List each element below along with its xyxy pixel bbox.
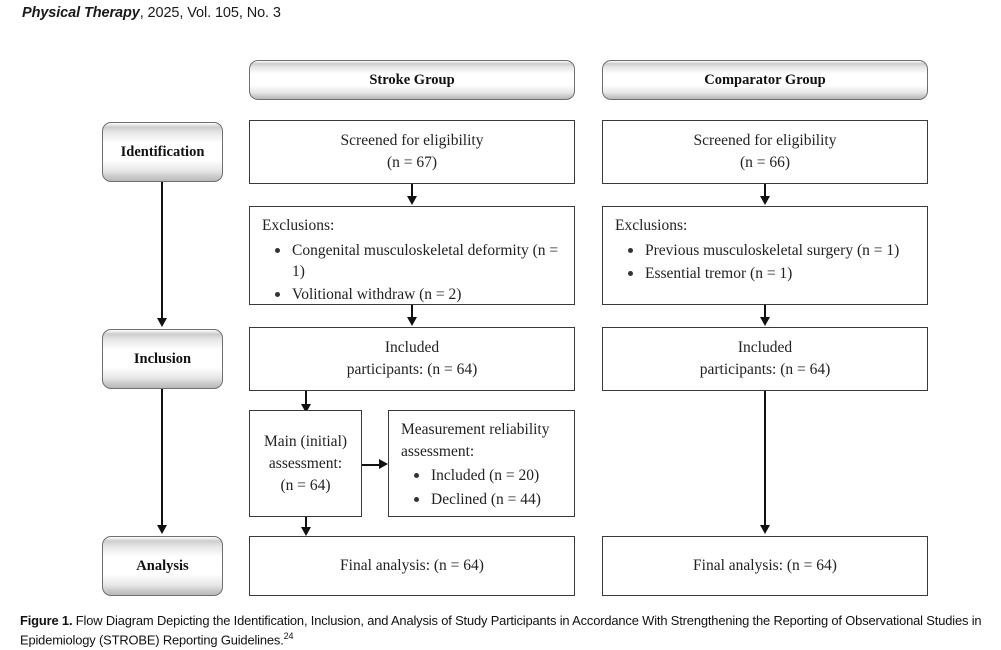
arrowhead-stroke-exclusions-to-included xyxy=(407,317,417,326)
list-item: Included (n = 20) xyxy=(414,465,564,486)
arrowhead-comparator-screened-to-exclusions xyxy=(760,196,770,205)
connector-stroke-included-to-main xyxy=(305,391,307,411)
list-item: Volitional withdraw (n = 2) xyxy=(275,284,564,305)
column-header-comparator-label: Comparator Group xyxy=(704,71,826,88)
connector-comparator-screened-to-exclusions xyxy=(764,184,766,198)
stroke-reliability-lead1: Measurement reliability xyxy=(401,421,550,438)
arrowhead-main-to-reliability xyxy=(379,459,388,469)
stroke-screened-line2: (n = 67) xyxy=(386,154,438,171)
arrowhead-stroke-screened-to-exclusions xyxy=(407,196,417,205)
stage-label-inclusion: Inclusion xyxy=(102,329,223,389)
stroke-included-line2: participants: (n = 64) xyxy=(346,361,478,378)
column-header-stroke-group: Stroke Group xyxy=(249,60,575,100)
stroke-reliability-assessment-box: Measurement reliability assessment: Incl… xyxy=(388,410,575,517)
arrowhead-comparator-included-to-final xyxy=(760,525,770,534)
comparator-included-line2: participants: (n = 64) xyxy=(699,361,831,378)
stroke-main-assessment-box: Main (initial) assessment: (n = 64) xyxy=(249,410,362,517)
stage-label-analysis: Analysis xyxy=(102,536,223,596)
stroke-screened-line1: Screened for eligibility xyxy=(340,132,484,149)
list-item: Previous musculoskeletal surgery (n = 1) xyxy=(628,240,917,261)
stroke-exclusions-list: Congenital musculoskeletal deformity (n … xyxy=(262,240,564,306)
connector-stroke-main-to-final xyxy=(305,517,307,534)
list-item: Essential tremor (n = 1) xyxy=(628,263,917,284)
stage-label-identification-text: Identification xyxy=(120,143,205,160)
comparator-screened-line2: (n = 66) xyxy=(739,154,791,171)
arrowhead-comparator-exclusions-to-included xyxy=(760,317,770,326)
stroke-main-assessment-line2: assessment: xyxy=(268,454,343,472)
stroke-final-analysis-box: Final analysis: (n = 64) xyxy=(249,536,575,596)
connector-main-to-reliability xyxy=(362,464,382,466)
stroke-exclusions-lead: Exclusions: xyxy=(262,217,335,234)
stage-label-inclusion-text: Inclusion xyxy=(133,350,192,367)
figure-caption-reference: 24 xyxy=(283,631,294,642)
stroke-exclusions-box: Exclusions: Congenital musculoskeletal d… xyxy=(249,206,575,305)
arrowhead-identification-to-inclusion xyxy=(157,318,167,327)
stroke-included-box: Included participants: (n = 64) xyxy=(249,327,575,391)
figure-caption: Figure 1. Flow Diagram Depicting the Ide… xyxy=(20,612,985,650)
stroke-included-line1: Included xyxy=(384,339,440,356)
connector-comparator-exclusions-to-included xyxy=(764,305,766,319)
journal-issue: , 2025, Vol. 105, No. 3 xyxy=(139,5,281,21)
column-header-stroke-label: Stroke Group xyxy=(369,71,455,88)
comparator-included-line1: Included xyxy=(737,339,793,356)
comparator-exclusions-box: Exclusions: Previous musculoskeletal sur… xyxy=(602,206,928,305)
figure-caption-text: Flow Diagram Depicting the Identificatio… xyxy=(20,613,982,648)
comparator-screened-line1: Screened for eligibility xyxy=(693,132,837,149)
stage-label-analysis-text: Analysis xyxy=(136,557,189,574)
connector-stroke-screened-to-exclusions xyxy=(411,184,413,198)
journal-title: Physical Therapy xyxy=(22,5,140,21)
connector-comparator-included-to-final xyxy=(764,391,766,525)
stroke-reliability-lead2: assessment: xyxy=(401,442,475,460)
journal-running-head: Physical Therapy, 2025, Vol. 105, No. 3 xyxy=(22,5,281,21)
arrowhead-inclusion-to-analysis xyxy=(157,525,167,534)
stroke-main-assessment-line3: (n = 64) xyxy=(280,476,331,494)
stroke-reliability-list: Included (n = 20) Declined (n = 44) xyxy=(401,465,564,510)
stroke-main-assessment-line1: Main (initial) xyxy=(263,432,348,450)
comparator-included-box: Included participants: (n = 64) xyxy=(602,327,928,391)
arrowhead-stroke-included-to-main xyxy=(301,404,311,413)
stroke-final-analysis-text: Final analysis: (n = 64) xyxy=(340,557,484,574)
connector-identification-to-inclusion xyxy=(161,182,163,320)
arrowhead-stroke-main-to-final xyxy=(301,527,311,536)
comparator-final-analysis-box: Final analysis: (n = 64) xyxy=(602,536,928,596)
stage-label-identification: Identification xyxy=(102,122,223,182)
comparator-screened-box: Screened for eligibility (n = 66) xyxy=(602,120,928,184)
stroke-screened-box: Screened for eligibility (n = 67) xyxy=(249,120,575,184)
comparator-exclusions-list: Previous musculoskeletal surgery (n = 1)… xyxy=(615,240,917,285)
connector-inclusion-to-analysis xyxy=(161,389,163,527)
list-item: Declined (n = 44) xyxy=(414,489,564,510)
list-item: Congenital musculoskeletal deformity (n … xyxy=(275,240,564,283)
connector-stroke-exclusions-to-included xyxy=(411,305,413,319)
figure-caption-label: Figure 1. xyxy=(20,613,73,628)
column-header-comparator-group: Comparator Group xyxy=(602,60,928,100)
comparator-exclusions-lead: Exclusions: xyxy=(615,217,688,234)
comparator-final-analysis-text: Final analysis: (n = 64) xyxy=(693,557,837,574)
